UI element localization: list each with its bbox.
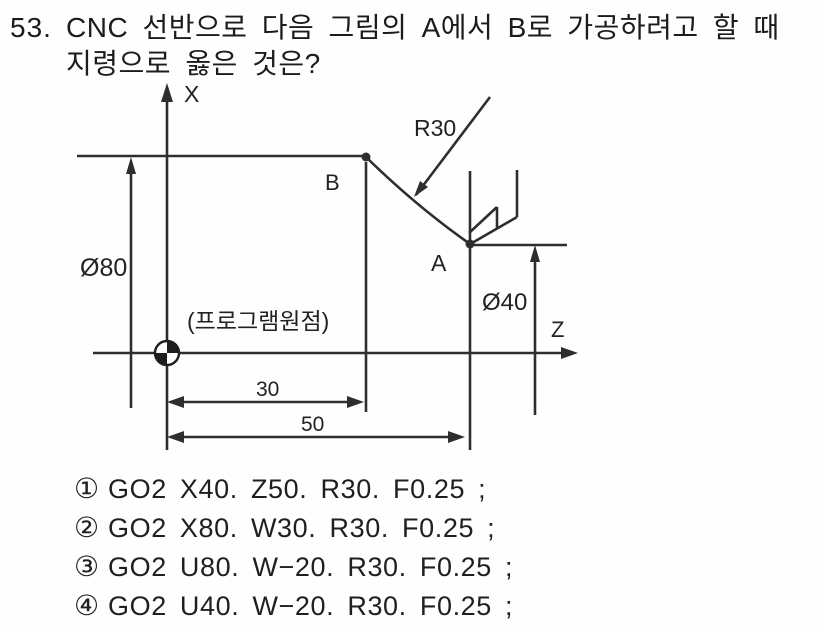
dim50-label: 50 xyxy=(301,413,324,436)
tool-icon xyxy=(468,206,498,234)
dim30-label: 30 xyxy=(256,378,279,401)
dia40-arrow-icon xyxy=(530,245,540,262)
option-3: ③ GO2 U80. W−20. R30. F0.25 ; xyxy=(74,552,634,591)
dim30-right-arrow-icon xyxy=(347,396,364,408)
point-a-dot xyxy=(465,239,475,249)
option-3-code: GO2 U80. W−20. R30. F0.25 ; xyxy=(108,552,514,582)
radius-label: R30 xyxy=(414,115,456,141)
tool-icon xyxy=(471,215,518,245)
r30-arc xyxy=(365,156,471,246)
program-origin-icon xyxy=(153,339,181,367)
option-1-code: GO2 X40. Z50. R30. F0.25 ; xyxy=(108,474,487,504)
dia40-label: Ø40 xyxy=(482,289,527,316)
x-axis-label: X xyxy=(184,81,199,107)
dim50-right-arrow-icon xyxy=(448,431,465,443)
point-a-label: A xyxy=(431,250,447,276)
option-2: ② GO2 X80. W30. R30. F0.25 ; xyxy=(74,513,634,552)
answer-options: ① GO2 X40. Z50. R30. F0.25 ; ② GO2 X80. … xyxy=(74,474,634,629)
z-axis-arrow-icon xyxy=(561,347,578,359)
x-axis-arrow-icon xyxy=(161,83,173,102)
z-axis-label: Z xyxy=(551,317,564,342)
question-text-line1: CNC 선반으로 다음 그림의 A에서 B로 가공하려고 할 때 xyxy=(66,12,780,43)
r30-leader-arrow-icon xyxy=(414,181,428,197)
option-3-marker: ③ xyxy=(74,551,100,582)
point-b-dot xyxy=(361,152,371,162)
option-2-marker: ② xyxy=(74,512,100,543)
dim30-left-arrow-icon xyxy=(167,396,184,408)
r30-leader-line xyxy=(414,96,492,196)
option-4: ④ GO2 U40. W−20. R30. F0.25 ; xyxy=(74,591,634,629)
option-4-marker: ④ xyxy=(74,590,100,621)
question-number: 53. xyxy=(10,12,52,43)
origin-label: (프로그램원점) xyxy=(187,308,329,334)
dia80-arrow-icon xyxy=(126,157,136,174)
dim50-left-arrow-icon xyxy=(167,431,184,443)
option-1-marker: ① xyxy=(74,473,100,504)
option-4-code: GO2 U40. W−20. R30. F0.25 ; xyxy=(108,591,514,621)
option-1: ① GO2 X40. Z50. R30. F0.25 ; xyxy=(74,474,634,513)
dia80-label: Ø80 xyxy=(80,254,127,282)
question-text-line2: 지령으로 옳은 것은? xyxy=(66,48,321,79)
option-2-code: GO2 X80. W30. R30. F0.25 ; xyxy=(108,513,496,543)
point-b-label: B xyxy=(325,170,340,195)
